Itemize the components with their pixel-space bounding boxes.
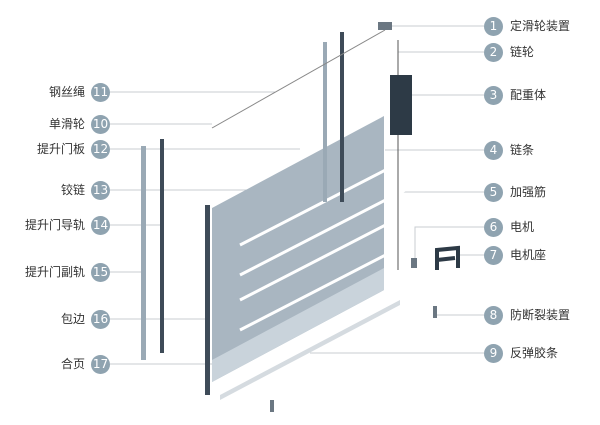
callout-number-badge: 7 bbox=[484, 245, 503, 265]
callout-label: 反弹胶条 bbox=[510, 346, 559, 360]
callout-label: 电机 bbox=[510, 220, 535, 234]
callout-number-badge: 13 bbox=[91, 180, 110, 200]
callout-number-badge: 16 bbox=[91, 309, 110, 329]
callout-label: 链条 bbox=[510, 143, 535, 157]
wire-rope bbox=[211, 29, 386, 129]
callout-number-badge: 5 bbox=[484, 182, 503, 202]
anti-break-device bbox=[433, 306, 437, 318]
callout-label: 电机座 bbox=[510, 248, 547, 262]
callout-label: 单滑轮 bbox=[48, 117, 85, 131]
callout-label: 加强筋 bbox=[510, 185, 547, 199]
callout-number-badge: 9 bbox=[484, 343, 503, 363]
callout-label: 防断裂装置 bbox=[510, 308, 571, 322]
callout-number-badge: 14 bbox=[91, 215, 110, 235]
callout-number-badge: 2 bbox=[484, 42, 503, 62]
callout-label: 合页 bbox=[60, 357, 85, 371]
callout-number-badge: 3 bbox=[484, 85, 503, 105]
callout-label: 包边 bbox=[60, 312, 85, 326]
callout-label: 链轮 bbox=[510, 45, 535, 59]
callout-number-badge: 11 bbox=[91, 82, 110, 102]
callout-label: 定滑轮装置 bbox=[510, 19, 571, 33]
door-panel bbox=[212, 116, 406, 400]
callout-number-badge: 17 bbox=[91, 354, 110, 374]
counterweight bbox=[390, 75, 412, 135]
callout-number-badge: 8 bbox=[484, 305, 503, 325]
callout-number-badge: 15 bbox=[91, 262, 110, 282]
callout-label: 提升门副轨 bbox=[24, 265, 85, 279]
callout-number-badge: 10 bbox=[91, 114, 110, 134]
fixed-pulley bbox=[378, 22, 392, 30]
motor bbox=[411, 258, 417, 268]
callout-label: 钢丝绳 bbox=[48, 85, 85, 99]
motor-seat bbox=[435, 245, 460, 270]
callout-label: 提升门导轨 bbox=[24, 218, 85, 232]
callout-number-badge: 1 bbox=[484, 16, 503, 36]
callout-number-badge: 4 bbox=[484, 140, 503, 160]
bottom-part bbox=[270, 400, 274, 412]
callout-label: 提升门板 bbox=[36, 142, 85, 156]
callout-number-badge: 12 bbox=[91, 139, 110, 159]
rails bbox=[141, 32, 344, 395]
callout-label: 铰链 bbox=[60, 183, 85, 197]
callout-number-badge: 6 bbox=[484, 217, 503, 237]
callout-label: 配重体 bbox=[510, 88, 547, 102]
